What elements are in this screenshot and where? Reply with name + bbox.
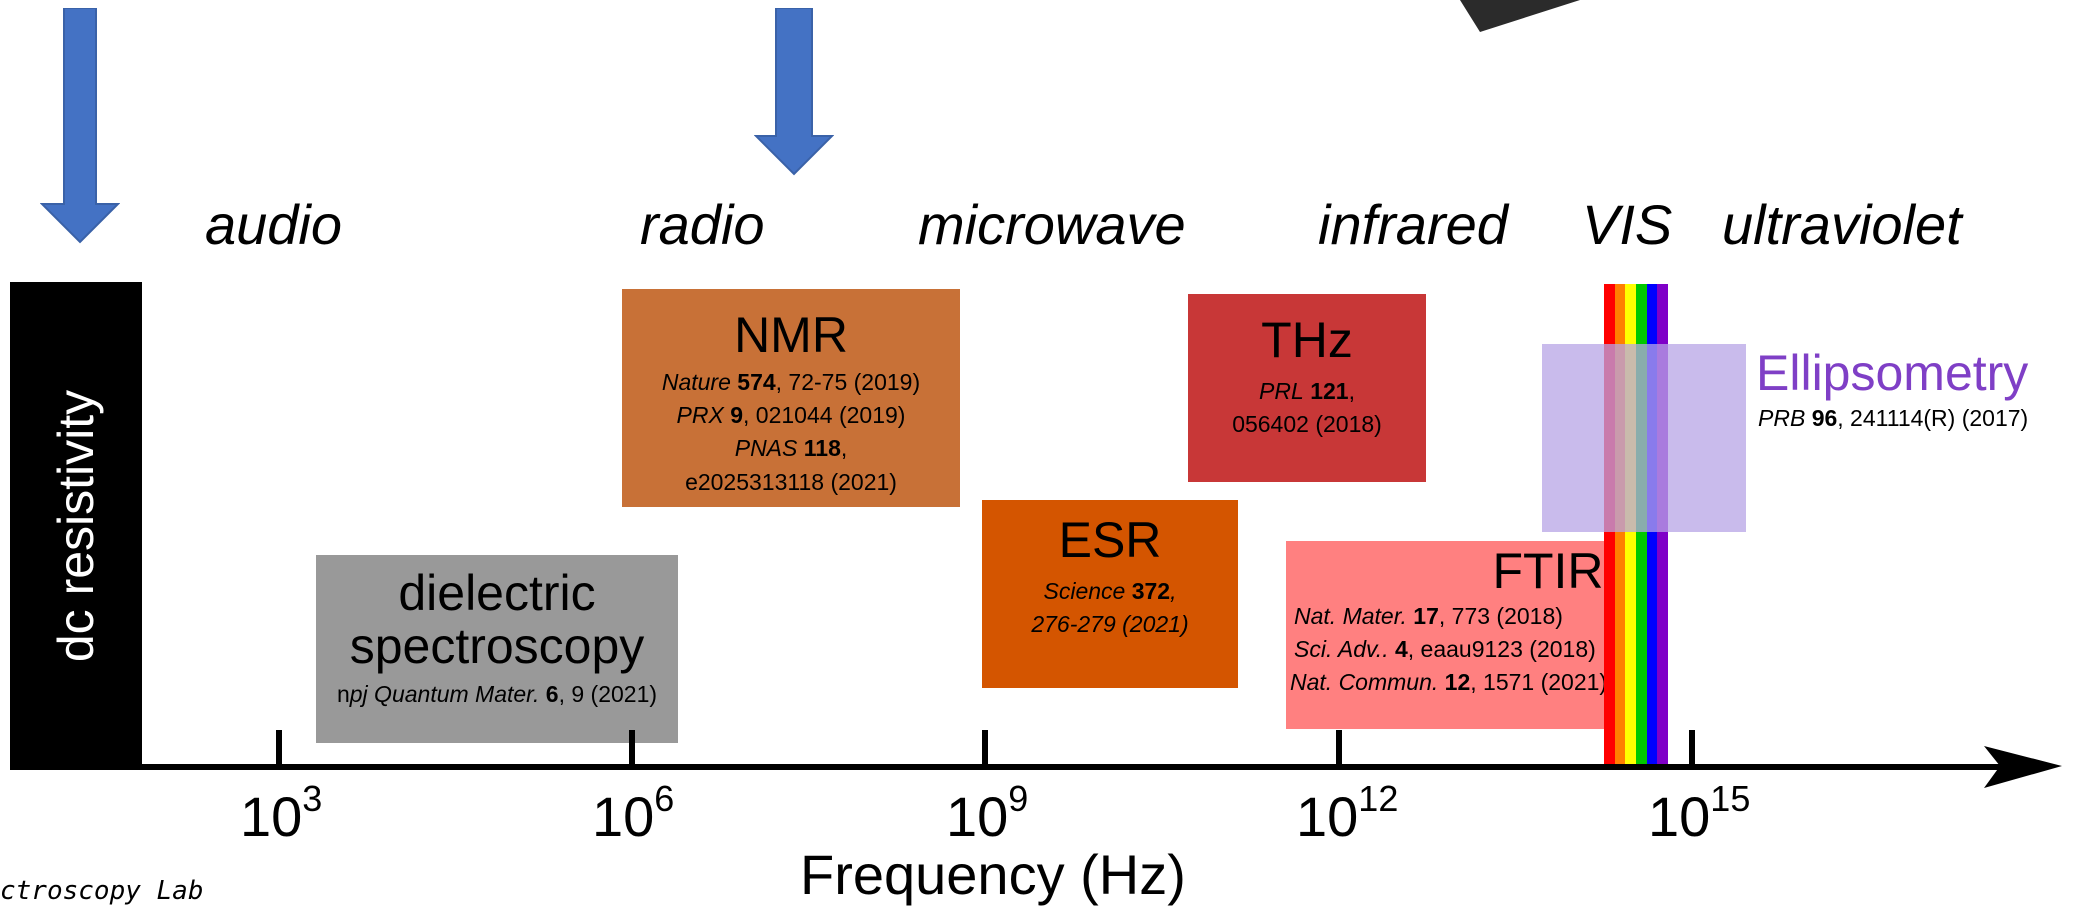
lab-footer-text: ctroscopy Lab: [0, 876, 204, 906]
nmr-title: NMR: [734, 307, 848, 363]
tick-1e6: [629, 730, 635, 770]
tick-label-1e12: 1012: [1296, 778, 1399, 848]
band-microwave: microwave: [918, 193, 1186, 256]
ftir-ref-1: Nat. Mater. 17, 773 (2018): [1294, 602, 1563, 629]
tick-1e3: [276, 730, 282, 770]
ftir-ref-3: Nat. Commun. 12, 1571 (2021): [1290, 669, 1608, 696]
esr-ref-2: 276-279 (2021): [1031, 610, 1189, 637]
tick-1e12: [1336, 730, 1342, 770]
ftir-title: FTIR: [1492, 543, 1604, 599]
ftir-ref-2: Sci. Adv.. 4, eaau9123 (2018): [1294, 635, 1596, 662]
radio-arrow-icon: [754, 8, 834, 176]
ellipsometry-ref: PRB 96, 241114(R) (2017): [1758, 405, 2029, 431]
thz-box: THz PRL 121, 056402 (2018): [1188, 294, 1426, 482]
band-infrared: infrared: [1318, 193, 1508, 256]
band-audio: audio: [205, 193, 343, 256]
ellipsometry-title: Ellipsometry: [1756, 345, 2029, 401]
dielectric-title-2: spectroscopy: [349, 617, 645, 674]
band-radio: radio: [640, 193, 765, 256]
dc-resistivity-label: dc resistivity: [48, 389, 104, 663]
dielectric-ref: npj Quantum Mater. 6, 9 (2021): [336, 681, 658, 707]
axis-arrowhead-icon: [1984, 746, 2062, 788]
dielectric-title-1: dielectric: [398, 565, 596, 621]
nmr-ref-1: Nature 574, 72-75 (2019): [661, 368, 921, 395]
esr-title: ESR: [1058, 512, 1162, 568]
band-ultraviolet: ultraviolet: [1722, 193, 1962, 256]
nmr-box: NMR Nature 574, 72-75 (2019) PRX 9, 0210…: [622, 289, 960, 507]
tick-label-1e6: 106: [592, 778, 675, 848]
axis-title: Frequency (Hz): [800, 843, 1186, 906]
band-vis: VIS: [1582, 193, 1673, 256]
tick-label-1e9: 109: [946, 778, 1029, 848]
nmr-ref-3: PNAS 118,: [734, 435, 848, 462]
dielectric-box: dielectric spectroscopy npj Quantum Mate…: [316, 555, 678, 743]
nmr-ref-2: PRX 9, 021044 (2019): [676, 401, 906, 428]
nmr-ref-4: e2025313118 (2021): [685, 468, 897, 495]
tick-1e9: [982, 730, 988, 770]
device-corner-shape: [1460, 0, 1580, 32]
tick-1e15: [1689, 730, 1695, 770]
frequency-axis-line: [10, 764, 2000, 770]
tick-label-1e15: 1015: [1648, 778, 1751, 848]
ftir-box: FTIR Nat. Mater. 17, 773 (2018) Sci. Adv…: [1286, 541, 1650, 729]
dc-resistivity-bar: dc resistivity: [10, 282, 142, 770]
esr-box: ESR Science 372, 276-279 (2021): [982, 500, 1238, 688]
thz-ref-2: 056402 (2018): [1232, 410, 1382, 437]
esr-ref-1: Science 372,: [1043, 577, 1177, 604]
tick-label-1e3: 103: [240, 778, 323, 848]
dc-arrow-icon: [40, 8, 120, 244]
ellipsometry-box: [1542, 344, 1746, 532]
thz-ref-1: PRL 121,: [1259, 377, 1355, 404]
thz-title: THz: [1261, 312, 1353, 368]
